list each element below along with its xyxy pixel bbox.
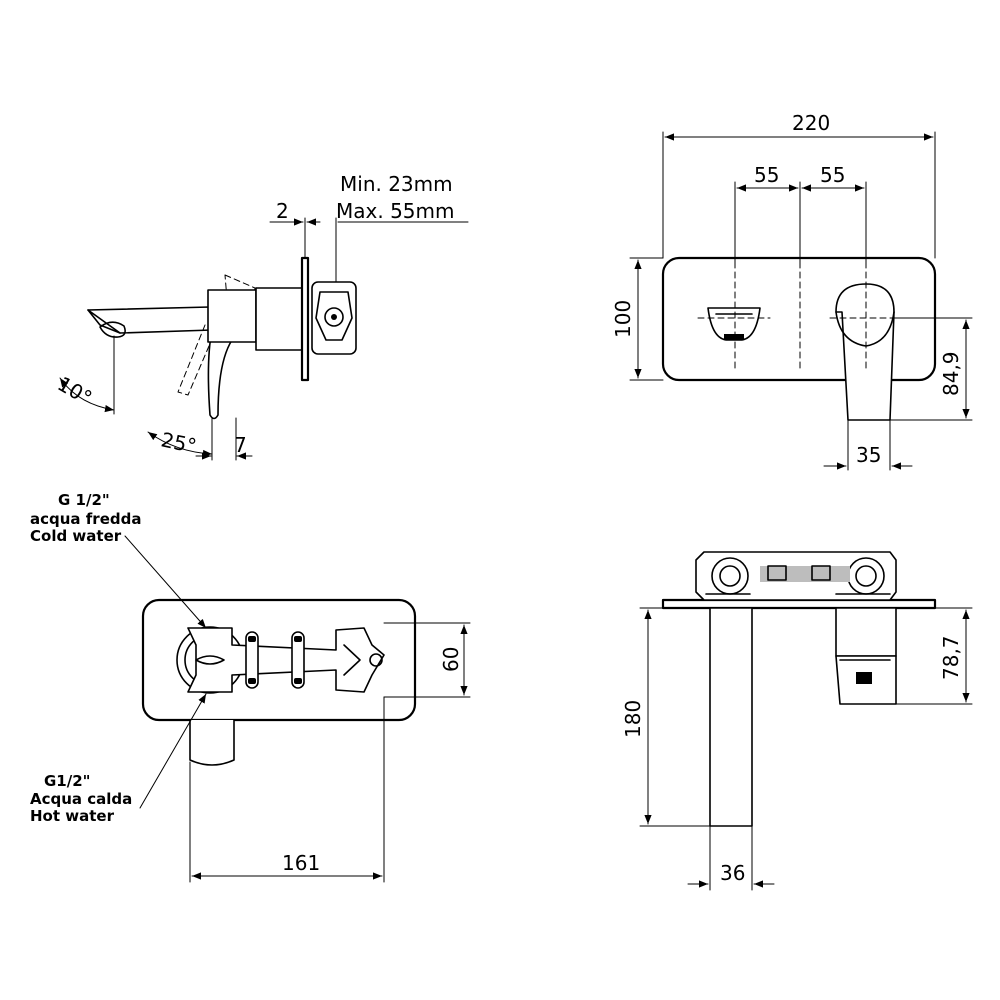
dim-36-label: 36 [720,861,745,885]
dim-78-7-label: 78,7 [939,635,963,680]
cold-water-en: Cold water [30,527,122,545]
cold-water-thread: G 1/2" [58,491,110,509]
cartridge-sleeve [255,287,303,351]
mounting-lug-1 [245,631,259,689]
dim-55-left-label: 55 [754,163,779,187]
front-view: 220 55 55 100 84,9 35 [611,111,973,471]
dim-161-label: 161 [282,851,320,875]
aerator [99,321,126,338]
rear-plate [141,598,417,722]
angle-25-label: 25° [159,427,199,458]
max-depth-label: Max. 55mm [336,199,454,223]
dim-60-label: 60 [439,647,463,672]
hot-water-it: Acqua calda [30,790,132,808]
cold-water-it: acqua fredda [30,510,141,528]
front-plate [661,256,937,382]
dim-180-label: 180 [621,700,645,738]
mounting-lug-2 [291,631,305,689]
min-depth-label: Min. 23mm [340,172,453,196]
dim-84-9-label: 84,9 [939,351,963,396]
top-view: 180 78,7 36 [621,551,973,891]
lever-down [207,329,233,420]
dim-100-label: 100 [611,300,635,338]
wall-plate [300,256,310,382]
hot-water-en: Hot water [30,807,115,825]
front-lever [835,283,895,421]
hot-water-leader [139,693,207,809]
dim-220-label: 220 [792,111,830,135]
dim-7-label: 7 [234,433,247,457]
lever-sleeve [835,607,897,657]
mixer-body [207,289,257,343]
spout-outline [87,306,213,334]
side-view: 2 Min. 23mm Max. 55mm 10° 25° 7 [54,172,469,461]
dim-35-label: 35 [856,443,881,467]
outlet-pipe [189,719,235,766]
hot-water-thread: G1/2" [44,772,90,790]
cold-water-leader [124,535,207,629]
angle-10-label: 10° [54,372,97,411]
dim-55-right-label: 55 [820,163,845,187]
top-plate [661,598,937,610]
top-spout [709,607,753,827]
valve-body [187,627,385,693]
rear-view: G 1/2" acqua fredda Cold water G1/2" Acq… [30,491,471,883]
dim-2-label: 2 [276,199,289,223]
